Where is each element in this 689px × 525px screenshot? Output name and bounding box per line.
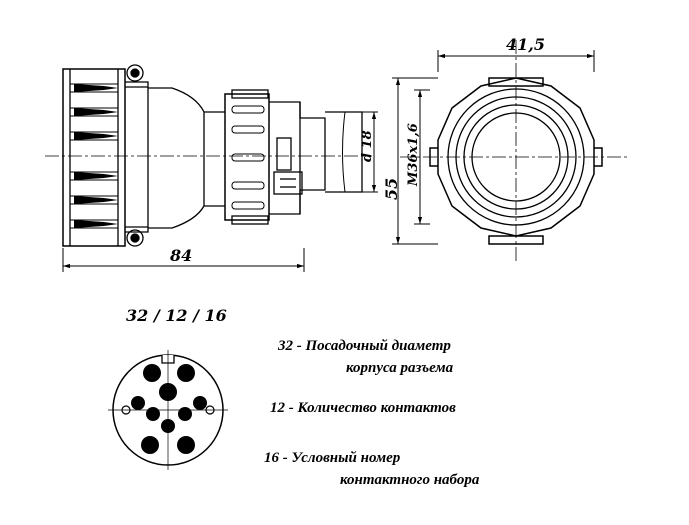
height-dimension bbox=[392, 77, 438, 245]
width-dimension bbox=[437, 50, 595, 72]
mounting-screw-bottom bbox=[126, 229, 144, 247]
mounting-screw-top bbox=[126, 64, 144, 82]
pin-12 bbox=[205, 405, 215, 415]
legend-text: Количество контактов bbox=[297, 400, 456, 416]
pin-11 bbox=[121, 405, 131, 415]
legend-sep: - bbox=[296, 338, 302, 354]
legend-item-contact-set: 16 - Условный номер bbox=[264, 450, 400, 467]
conical-body bbox=[148, 87, 205, 229]
legend-text: контактного набора bbox=[340, 472, 480, 488]
pin-5 bbox=[193, 396, 207, 410]
front-ring-inner bbox=[463, 104, 569, 210]
front-ring-outer bbox=[447, 88, 585, 226]
code-label: 32 / 12 / 16 bbox=[126, 306, 227, 325]
thread-label: M36x1,6 bbox=[406, 123, 421, 187]
legend-item-contact-count: 12 - Количество контактов bbox=[270, 400, 456, 417]
legend-item-seat-diameter: 32 - Посадочный диаметр bbox=[278, 338, 451, 355]
legend-text: Посадочный диаметр bbox=[305, 338, 451, 354]
side-view bbox=[45, 64, 372, 247]
legend-item-seat-diameter-line2: корпуса разъема bbox=[346, 360, 453, 377]
rear-nut bbox=[224, 89, 270, 225]
legend-text: корпуса разъема bbox=[346, 360, 454, 376]
pin-3 bbox=[131, 396, 145, 410]
pin-1 bbox=[143, 364, 161, 382]
width-label: 41,5 bbox=[506, 35, 545, 54]
legend-item-contact-set-line2: контактного набора bbox=[340, 472, 479, 489]
cable bbox=[325, 111, 363, 193]
legend-sep: - bbox=[282, 450, 288, 466]
length-label: 84 bbox=[169, 246, 192, 265]
cable-diameter-dimension bbox=[362, 111, 378, 193]
pin-2 bbox=[177, 364, 195, 382]
flange bbox=[125, 81, 149, 233]
length-dimension bbox=[62, 248, 305, 272]
front-bore bbox=[471, 112, 561, 202]
pin-8 bbox=[161, 419, 175, 433]
legend-num: 12 bbox=[270, 400, 285, 416]
height-label: 55 bbox=[382, 178, 401, 200]
front-view bbox=[400, 40, 630, 262]
pin-6 bbox=[146, 407, 160, 421]
pin-layout bbox=[108, 350, 228, 470]
coupling-nut bbox=[62, 68, 126, 247]
front-ring-mid bbox=[455, 96, 577, 218]
legend-num: 32 bbox=[278, 338, 293, 354]
legend-sep: - bbox=[288, 400, 294, 416]
pin-10 bbox=[177, 436, 195, 454]
legend-num: 16 bbox=[264, 450, 279, 466]
thread-dimension bbox=[414, 89, 430, 225]
pin-9 bbox=[141, 436, 159, 454]
pin-7 bbox=[178, 407, 192, 421]
cable-clamp bbox=[269, 101, 326, 215]
legend-text: Условный номер bbox=[291, 450, 401, 466]
pin-4 bbox=[159, 383, 177, 401]
cable-diameter-label: d 18 bbox=[360, 130, 375, 162]
